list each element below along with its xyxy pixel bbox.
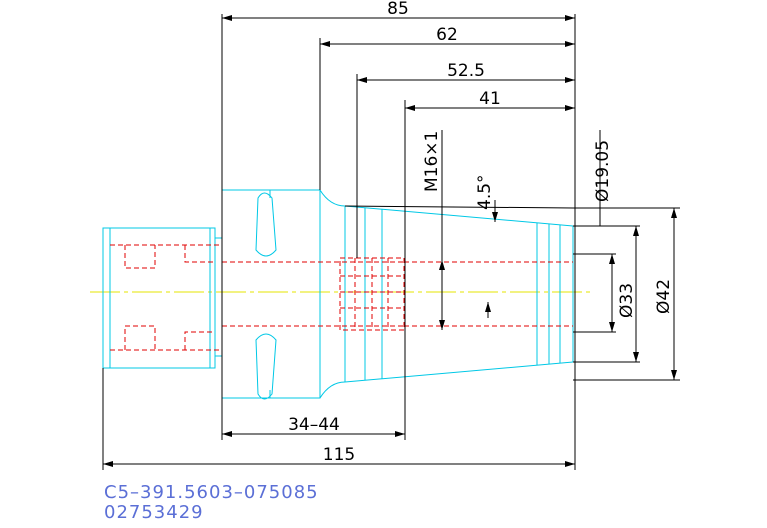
hidden-lines [110, 244, 573, 351]
dim-41: 41 [479, 89, 501, 109]
dim-dia-19-05: Ø19.05 [593, 140, 613, 202]
tool-holder-outline [102, 189, 574, 400]
dim-dia-42: Ø42 [654, 279, 674, 314]
dim-85: 85 [387, 0, 409, 19]
dim-52-5: 52.5 [447, 61, 485, 81]
dim-thread-m16: M16×1 [422, 131, 442, 192]
dim-62: 62 [436, 25, 458, 45]
dim-115: 115 [323, 445, 355, 465]
dim-dia-33: Ø33 [617, 283, 637, 318]
part-code: C5–391.5603–075085 [104, 482, 319, 503]
dimension-lines [102, 14, 680, 470]
dim-34-44: 34–44 [288, 415, 340, 435]
part-number: 02753429 [104, 502, 204, 523]
dim-angle: 4.5° [475, 174, 495, 210]
